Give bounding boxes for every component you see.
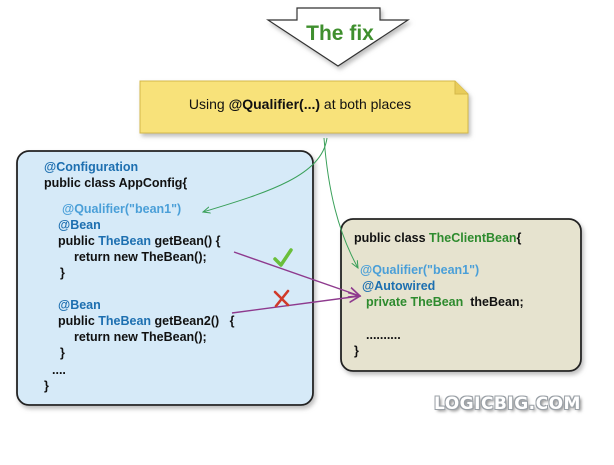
down-arrow-shape <box>265 7 411 67</box>
note-prefix: Using <box>188 96 229 112</box>
client-class-decl: public class TheClientBean{ <box>354 231 522 245</box>
client-ellipsis: .......... <box>366 328 401 342</box>
config-getbean-method: public TheBean getBean() { <box>58 234 221 248</box>
check-icon <box>273 248 293 267</box>
config-return-1: return new TheBean(); <box>74 250 207 264</box>
config-return-2: return new TheBean(); <box>74 330 207 344</box>
note-shape <box>139 80 469 134</box>
config-close-class: } <box>44 379 49 393</box>
client-box <box>340 218 582 372</box>
config-bean-annotation-2: @Bean <box>58 298 101 312</box>
cross-icon <box>273 289 290 308</box>
client-autowired: @Autowired <box>362 279 436 293</box>
note-highlight: @Qualifier(...) <box>228 96 321 112</box>
client-qualifier: @Qualifier("bean1") <box>360 263 480 277</box>
note-to-client-connector <box>323 137 358 268</box>
note-suffix: at both places <box>320 96 412 112</box>
config-class-decl: public class AppConfig{ <box>44 176 188 190</box>
getbean-to-client-arrow <box>233 251 360 296</box>
config-close-1: } <box>60 266 65 280</box>
config-annotation: @Configuration <box>44 160 139 174</box>
config-box <box>16 150 314 406</box>
config-getbean2-method: public TheBean getBean2() { <box>58 314 235 328</box>
note-to-config-connector <box>203 137 328 212</box>
config-ellipsis: .... <box>52 363 66 377</box>
getbean2-to-client-arrow <box>231 296 360 314</box>
title: The fix <box>306 22 374 45</box>
client-field: private TheBean theBean; <box>366 295 524 309</box>
note-text: Using @Qualifier(...) at both places <box>150 96 450 112</box>
config-qualifier: @Qualifier("bean1") <box>62 202 182 216</box>
logicbig-logo: LOGICBIG.COM <box>434 394 581 414</box>
client-close-class: } <box>354 344 359 358</box>
config-close-2: } <box>60 346 65 360</box>
config-bean-annotation-1: @Bean <box>58 218 101 232</box>
